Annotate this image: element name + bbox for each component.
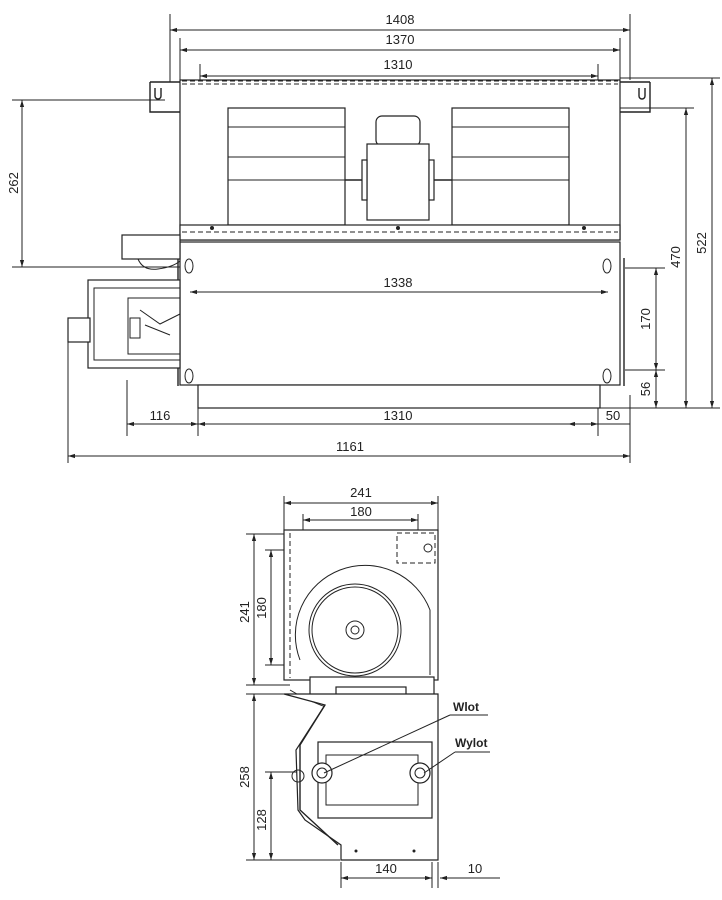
scroll-casing (294, 564, 431, 675)
extension-lines (12, 14, 720, 463)
dim-262: 262 (6, 172, 21, 194)
dim-180-top: 180 (350, 504, 372, 519)
right-blower (451, 107, 570, 226)
dim-1408: 1408 (386, 12, 415, 27)
dim-170: 170 (638, 308, 653, 330)
dim-258: 258 (237, 766, 252, 788)
dim-140: 140 (375, 861, 397, 876)
dim-1370: 1370 (386, 32, 415, 47)
dimension-lines (19, 27, 715, 459)
dim-1310-bottom: 1310 (384, 408, 413, 423)
fan-wheel (308, 583, 402, 677)
terminal-box (396, 532, 436, 564)
dim-128: 128 (254, 809, 269, 831)
outlet-fitting (409, 762, 431, 784)
top-view: 1408 1370 1310 262 1338 170 56 470 522 1… (6, 12, 720, 463)
valve-assembly (87, 279, 181, 369)
inlet-label: Wlot (453, 700, 479, 714)
dim-1161: 1161 (336, 439, 364, 454)
dim-10: 10 (468, 861, 482, 876)
dim-50: 50 (606, 408, 620, 423)
left-bracket (149, 81, 180, 113)
blower-housing (283, 529, 439, 681)
motor (366, 143, 430, 221)
left-blower (227, 107, 346, 226)
inlet-fitting (311, 762, 333, 784)
coil-section (179, 241, 621, 386)
dim-470: 470 (668, 246, 683, 268)
dim-1310-top: 1310 (384, 57, 413, 72)
side-dimension-lines (251, 500, 500, 881)
right-bracket (620, 81, 651, 113)
dim-241-top: 241 (350, 485, 372, 500)
bottom-plate (197, 384, 601, 409)
dim-522: 522 (694, 232, 709, 254)
side-view: Wlot Wylot 241 180 241 180 258 128 140 1… (237, 485, 500, 888)
dim-56: 56 (638, 382, 653, 396)
dim-1338: 1338 (384, 275, 413, 290)
control-box (121, 234, 181, 260)
dim-180-left: 180 (254, 597, 269, 619)
fan-hub (345, 620, 365, 640)
pipe-stub (67, 317, 91, 343)
dim-116: 116 (150, 408, 171, 423)
side-extension-lines (246, 496, 439, 888)
motor-top (375, 115, 421, 147)
dim-241-left: 241 (237, 601, 252, 623)
outlet-label: Wylot (455, 736, 487, 750)
